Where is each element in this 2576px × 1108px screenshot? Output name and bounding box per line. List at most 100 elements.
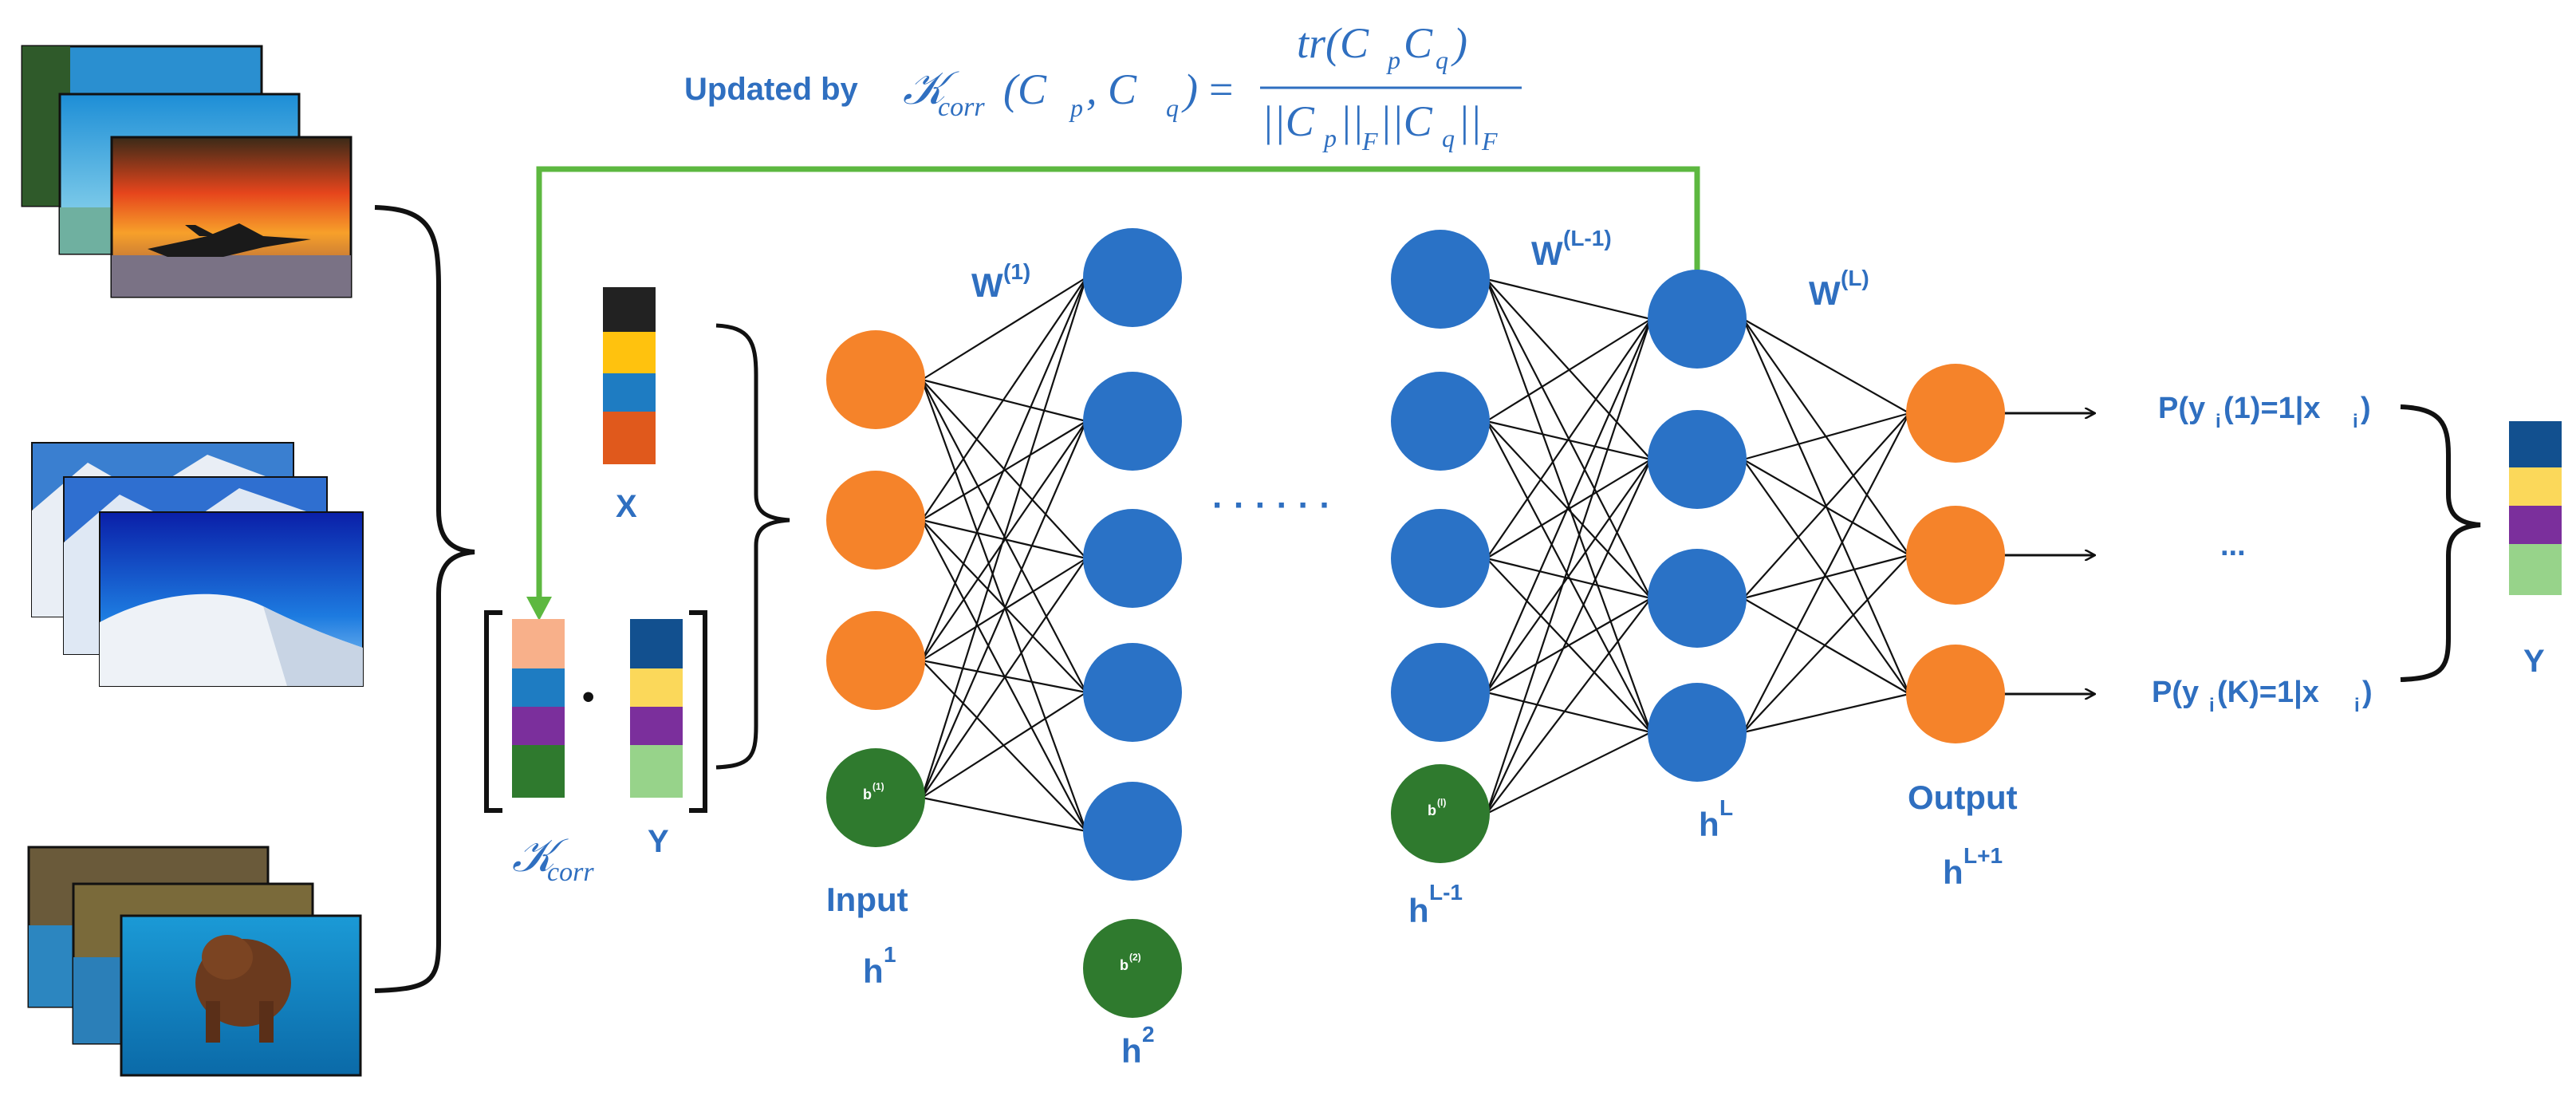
svg-text:L+1: L+1 bbox=[1964, 843, 2003, 868]
svg-text:b: b bbox=[1120, 957, 1128, 973]
hidden-node bbox=[1083, 509, 1182, 608]
svg-text:(L): (L) bbox=[1841, 266, 1869, 290]
weight-edge bbox=[1486, 318, 1652, 422]
svg-text:(2): (2) bbox=[1129, 952, 1141, 963]
svg-text:||: || bbox=[1340, 97, 1364, 145]
hidden-node bbox=[1391, 643, 1490, 742]
x-color-bar bbox=[603, 287, 656, 464]
wl1-label: W (L-1) bbox=[1531, 226, 1612, 272]
svg-text:q: q bbox=[1442, 124, 1455, 152]
svg-text:L-1: L-1 bbox=[1429, 880, 1463, 905]
output-color-bar bbox=[2509, 421, 2562, 595]
jet-photo-stack bbox=[21, 45, 353, 298]
svg-text:=: = bbox=[1209, 65, 1233, 113]
svg-text:h: h bbox=[863, 952, 884, 990]
left-square-bracket bbox=[484, 610, 502, 813]
svg-text:q: q bbox=[1166, 93, 1179, 122]
hl1-label: h L-1 bbox=[1408, 880, 1463, 929]
dot-product-symbol: • bbox=[582, 677, 594, 716]
weight-edge bbox=[1486, 691, 1652, 734]
y-color-bar bbox=[630, 619, 683, 798]
svg-text:i: i bbox=[2216, 411, 2221, 432]
svg-text:p: p bbox=[1386, 45, 1400, 74]
weight-edge bbox=[921, 692, 1087, 798]
right-square-bracket bbox=[689, 610, 707, 813]
svg-text:i: i bbox=[2209, 695, 2215, 716]
prob-label-1: P(y i (1)=1|x i ) bbox=[2158, 392, 2371, 432]
weight-edge bbox=[1486, 459, 1652, 559]
weight-edge bbox=[1486, 597, 1652, 814]
svg-text:): ) bbox=[2361, 392, 2371, 425]
weight-edge bbox=[1743, 318, 1910, 414]
input-node bbox=[826, 611, 925, 710]
svg-text:F: F bbox=[1481, 127, 1498, 156]
svg-text:): ) bbox=[1451, 19, 1467, 67]
input-label: Input bbox=[826, 881, 908, 918]
weight-edge bbox=[1485, 318, 1652, 693]
prob-label-k: P(y i (K)=1|x i ) bbox=[2152, 676, 2373, 716]
weight-edge bbox=[1743, 597, 1910, 695]
svg-text:i: i bbox=[2353, 411, 2358, 432]
w1-label: W (1) bbox=[971, 259, 1030, 304]
weight-edge bbox=[1486, 731, 1652, 814]
svg-text:b: b bbox=[1428, 802, 1436, 818]
prob-ellipsis: ... bbox=[2220, 529, 2246, 562]
svg-text:2: 2 bbox=[1142, 1022, 1155, 1047]
formula-kernel: 𝒦 corr (C p , C q ) = bbox=[903, 62, 1233, 122]
svg-text:F: F bbox=[1361, 127, 1378, 156]
weight-edge bbox=[1743, 459, 1910, 556]
svg-text:i: i bbox=[2354, 695, 2360, 716]
weight-edge bbox=[1743, 554, 1910, 600]
svg-text:, C: , C bbox=[1086, 65, 1137, 113]
hidden-node bbox=[1391, 509, 1490, 608]
svg-text:p: p bbox=[1069, 93, 1083, 122]
bias-node-2 bbox=[1083, 919, 1182, 1018]
svg-text:(1): (1) bbox=[872, 781, 884, 792]
weight-edge bbox=[921, 519, 1087, 693]
h2-label: h 2 bbox=[1121, 1022, 1155, 1070]
weight-edge bbox=[920, 277, 1088, 798]
svg-text:(1): (1) bbox=[1003, 259, 1030, 284]
weight-edge bbox=[920, 277, 1088, 661]
output-brace-icon bbox=[2400, 404, 2481, 682]
weight-edge bbox=[1486, 557, 1652, 600]
svg-text:h: h bbox=[1699, 806, 1719, 843]
hidden-node bbox=[1391, 372, 1490, 471]
hidden-node bbox=[1391, 230, 1490, 329]
svg-text:(1)=1|x: (1)=1|x bbox=[2223, 392, 2321, 425]
svg-text:corr: corr bbox=[938, 93, 985, 122]
weight-edge bbox=[921, 558, 1087, 798]
input-layer: b (1) bbox=[826, 330, 925, 847]
bear-photo-stack bbox=[27, 846, 362, 1077]
svg-text:1: 1 bbox=[884, 942, 896, 967]
weight-edge bbox=[921, 378, 1087, 423]
mountain-photo-stack bbox=[31, 442, 364, 687]
output-node bbox=[1906, 364, 2005, 463]
svg-text:||: || bbox=[1458, 97, 1482, 145]
weight-edge bbox=[1486, 459, 1652, 693]
weight-edge bbox=[1485, 318, 1652, 814]
svg-text:(K)=1|x: (K)=1|x bbox=[2217, 676, 2319, 709]
weight-edge bbox=[921, 277, 1087, 381]
weight-edge bbox=[1486, 420, 1652, 461]
hidden-node bbox=[1648, 549, 1747, 648]
svg-text:P(y: P(y bbox=[2158, 392, 2205, 425]
bias-node-1 bbox=[826, 748, 925, 847]
y-output-label: Y bbox=[2523, 644, 2545, 679]
h1-label: h 1 bbox=[863, 942, 896, 990]
svg-text:L: L bbox=[1719, 795, 1733, 820]
svg-text:h: h bbox=[1408, 892, 1429, 929]
svg-text:q: q bbox=[1436, 45, 1448, 74]
hidden-node bbox=[1648, 410, 1747, 509]
update-arrow-head-icon bbox=[526, 597, 552, 621]
formula-fraction: tr(C p C q ) ||C p || F ||C q || F bbox=[1260, 19, 1522, 156]
svg-text:W: W bbox=[971, 266, 1003, 304]
hidden-node bbox=[1083, 228, 1182, 327]
weight-edge bbox=[1743, 412, 1910, 733]
weight-edge bbox=[1486, 459, 1652, 814]
hidden-node bbox=[1083, 643, 1182, 742]
input-node bbox=[826, 471, 925, 570]
hidden-layer-2: b (2) bbox=[1083, 228, 1182, 1018]
input-brace-icon bbox=[715, 323, 790, 770]
output-arrows bbox=[2003, 413, 2094, 694]
